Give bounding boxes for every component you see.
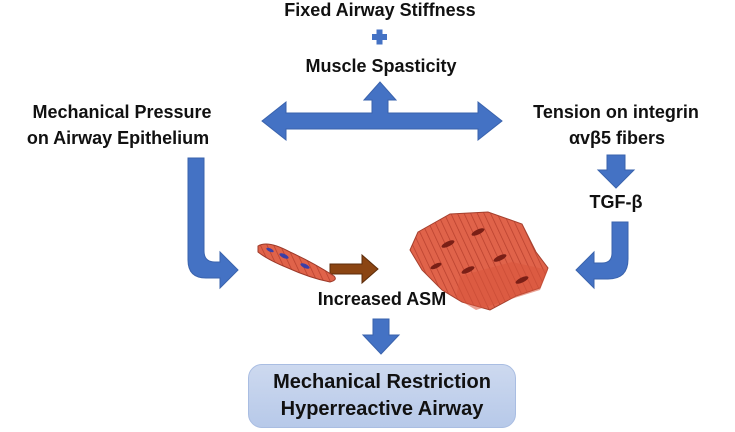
label-muscle-spasticity: Muscle Spasticity [305,56,457,76]
left-bent-arrow [187,157,239,290]
label-fixed-airway-stiffness: Fixed Airway Stiffness [284,0,476,20]
outcome-box [248,364,516,428]
label-tension-integrin-line1: Tension on integrin [533,102,699,122]
down-arrow-integrin-tgf [596,154,636,189]
right-bent-arrow [575,221,629,290]
label-outcome-line2: Hyperreactive Airway [280,398,484,420]
plus-icon [372,29,387,45]
hypertrophy-arrow [329,253,379,285]
label-mechanical-pressure-line1: Mechanical Pressure [32,102,212,122]
label-tension-integrin-line2: αvβ5 fibers [568,128,666,148]
hypertrophic-muscle-image [409,211,549,311]
label-mechanical-pressure-line2: on Airway Epithelium [26,128,210,148]
label-increased-asm: Increased ASM [317,289,447,309]
smooth-muscle-cell-image [257,243,336,283]
label-tgf-beta: TGF-β [589,192,643,212]
down-arrow-asm-outcome [361,318,401,355]
branch-arrow [261,81,503,142]
label-outcome-line1: Mechanical Restriction [273,371,491,393]
